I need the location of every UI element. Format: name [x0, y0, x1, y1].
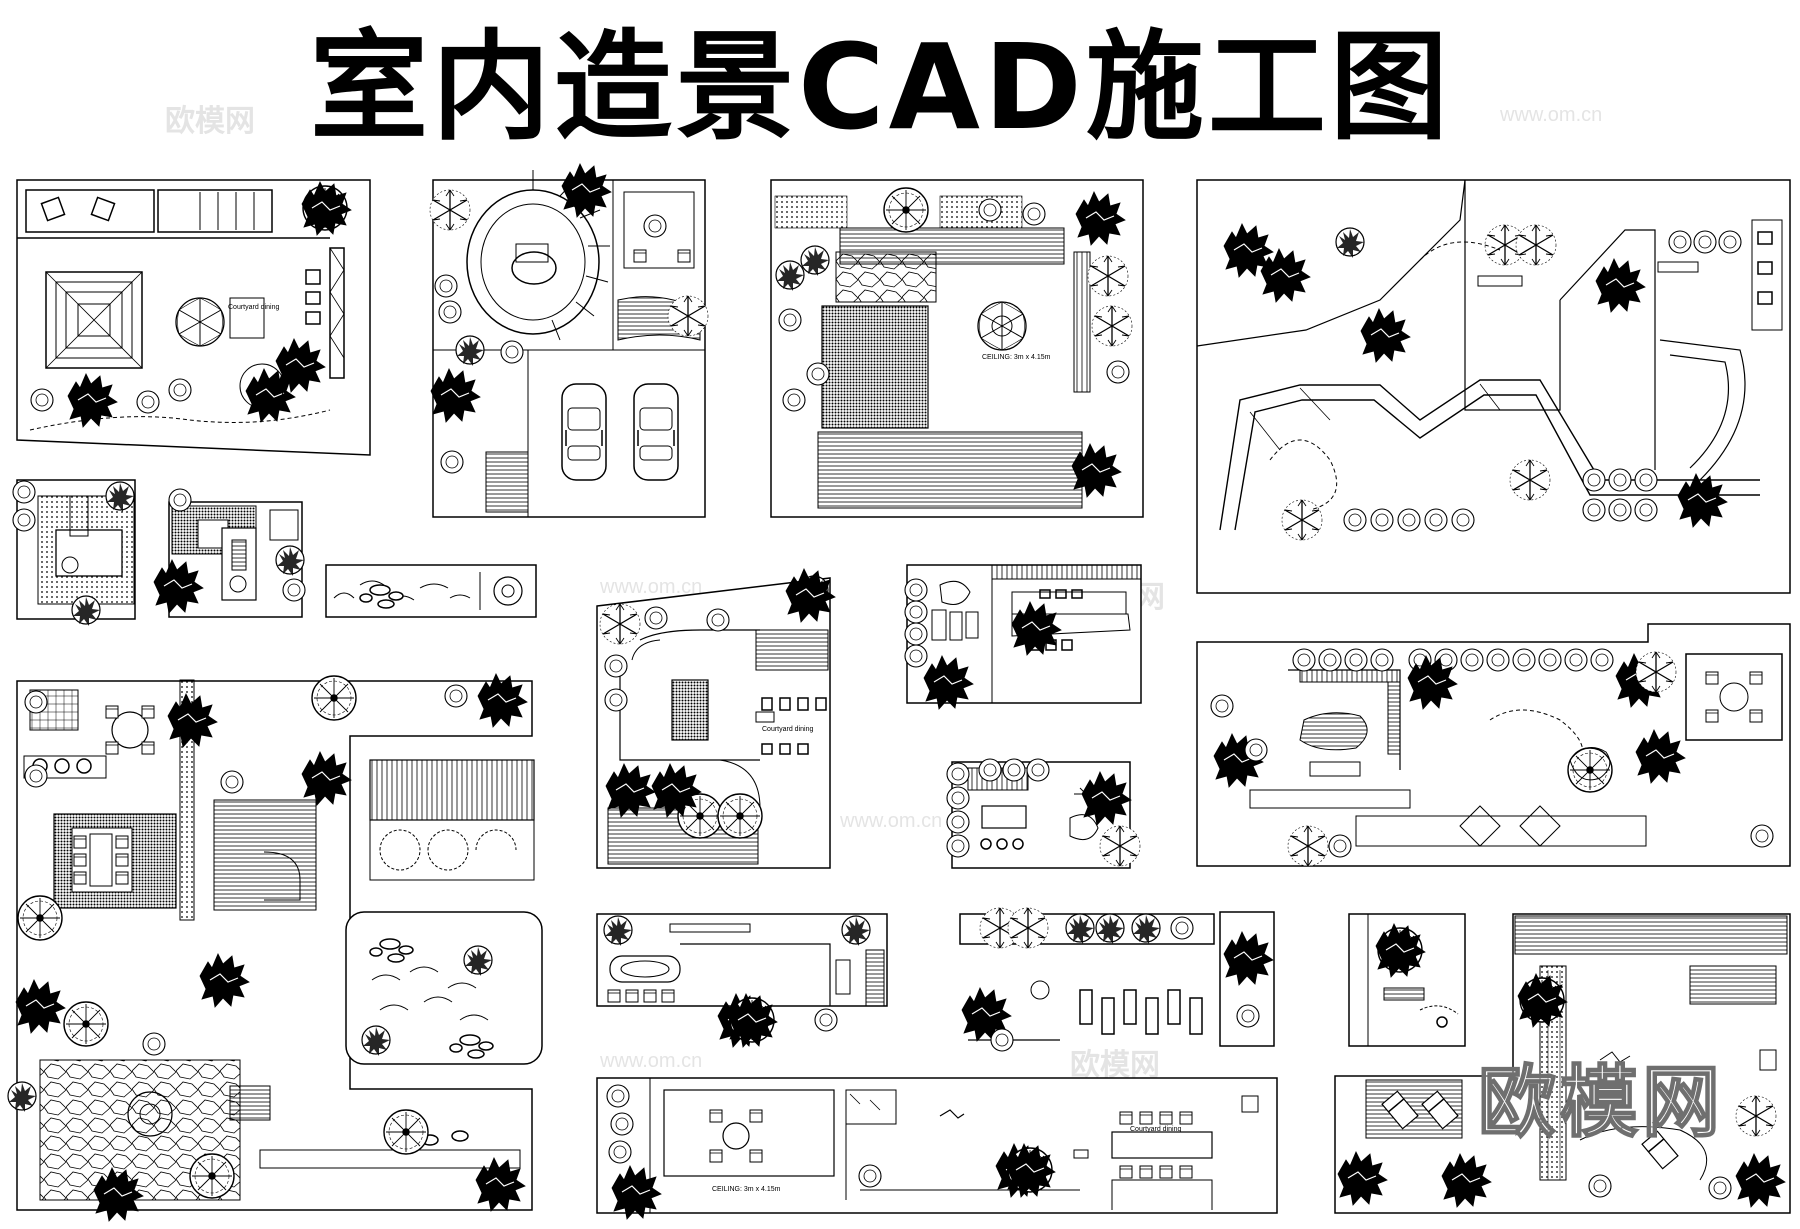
plan-label: CEILING: 3m x 4.15m: [712, 1186, 781, 1193]
plan-label: Courtyard dining: [762, 726, 814, 733]
plan-long-courtyard: [596, 1077, 1278, 1220]
plan-label: Courtyard dining: [228, 304, 280, 311]
plan-zigzag-garden: [1196, 179, 1791, 594]
plan-small-pool: [946, 758, 1141, 869]
plan-label: Courtyard dining: [1130, 1126, 1182, 1133]
plan-small-courtyard: [153, 488, 306, 618]
plan-stepping-stones: [959, 907, 1275, 1052]
plan-pool-strip: [596, 913, 888, 1048]
plan-courtyard-dining: [596, 568, 836, 869]
plan-small-square: [1348, 913, 1466, 1047]
plan-wide-garden: [1196, 623, 1791, 867]
plan-garage-courtyard: [429, 163, 709, 518]
plan-small-pond: [12, 479, 136, 627]
plan-pond-table: [904, 564, 1142, 710]
plan-rooftop-terrace: [16, 179, 371, 456]
plan-garden-lounge: [1334, 913, 1791, 1214]
plan-villa-garden: [7, 673, 543, 1222]
page-title: 室内造景CAD施工图: [310, 18, 1452, 156]
plan-strip-pond: [325, 564, 537, 618]
plan-label: CEILING: 3m x 4.15m: [982, 354, 1051, 361]
plan-pebble-garden: [770, 179, 1144, 518]
